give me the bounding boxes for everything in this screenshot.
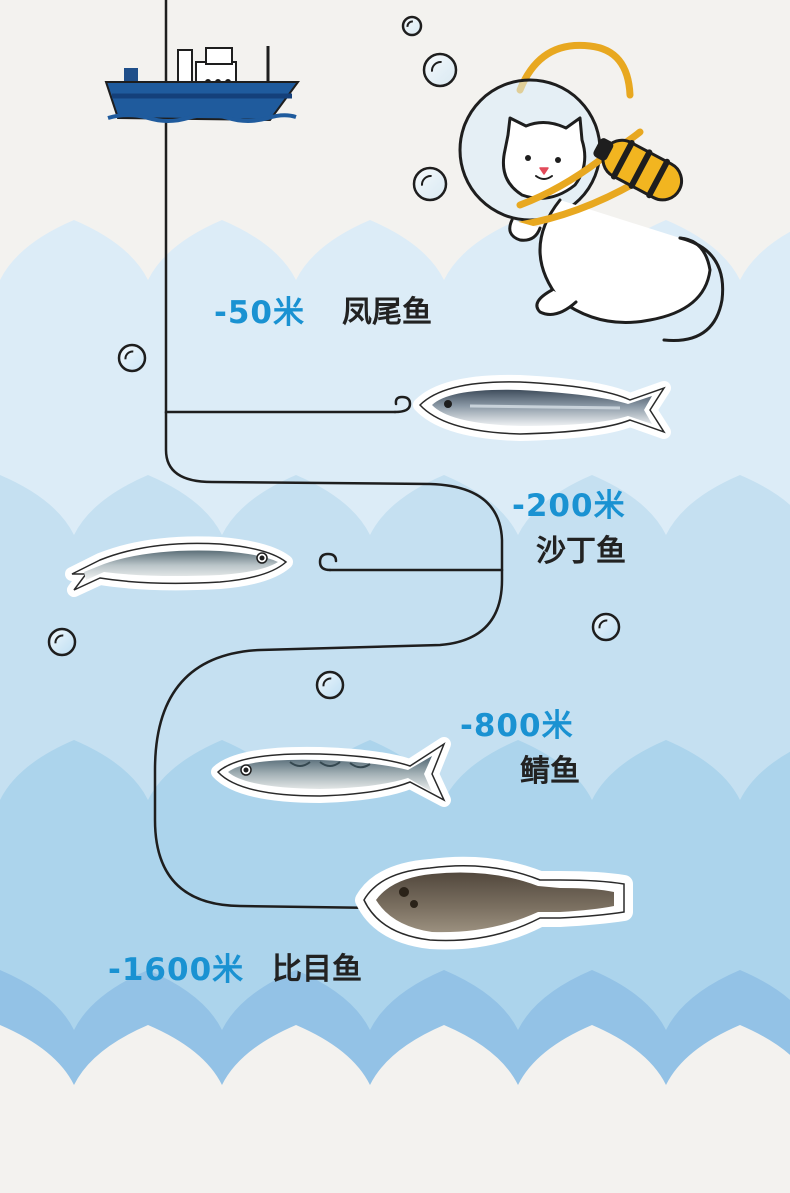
bubble-highlight [124,350,134,360]
fish-name-mackerel: 鲭鱼 [520,754,580,789]
bubble-icon [47,627,77,657]
bubble-icon [591,612,621,642]
bubbles [47,15,621,700]
bubble-highlight [322,677,332,687]
bubble-icon [412,166,448,202]
bubble-icon [315,670,345,700]
fishing-boat-icon [104,46,300,123]
fish-hook-icon [318,552,338,572]
sea-floor-foam [0,1025,790,1193]
fish-name-flounder: 比目鱼 [272,952,362,987]
diving-cat-icon [458,41,725,342]
bubble-highlight [54,634,64,644]
fish-hook-icon [393,395,412,414]
bubble-highlight [598,619,608,629]
fish-name-anchovy: 凤尾鱼 [342,295,432,330]
water-layers [0,220,790,1193]
flounder-fish-icon [355,856,633,950]
depth-label-200: -200米 [512,488,626,524]
fishing-line [153,0,504,910]
bubble-highlight [420,174,432,186]
fish-name-sardine: 沙丁鱼 [536,534,626,569]
mackerel-fish-icon [211,737,451,807]
depth-label-800: -800米 [460,708,574,744]
bubble-icon [401,15,423,37]
bubble-icon [422,52,458,88]
anchovy-fish-icon [413,374,671,441]
sardine-fish-icon [65,536,293,597]
bubble-icon [117,343,147,373]
bubble-highlight [406,20,413,27]
bubble-highlight [430,60,442,72]
depth-label-50: -50米 [214,295,306,331]
depth-label-1600: -1600米 [108,952,245,988]
